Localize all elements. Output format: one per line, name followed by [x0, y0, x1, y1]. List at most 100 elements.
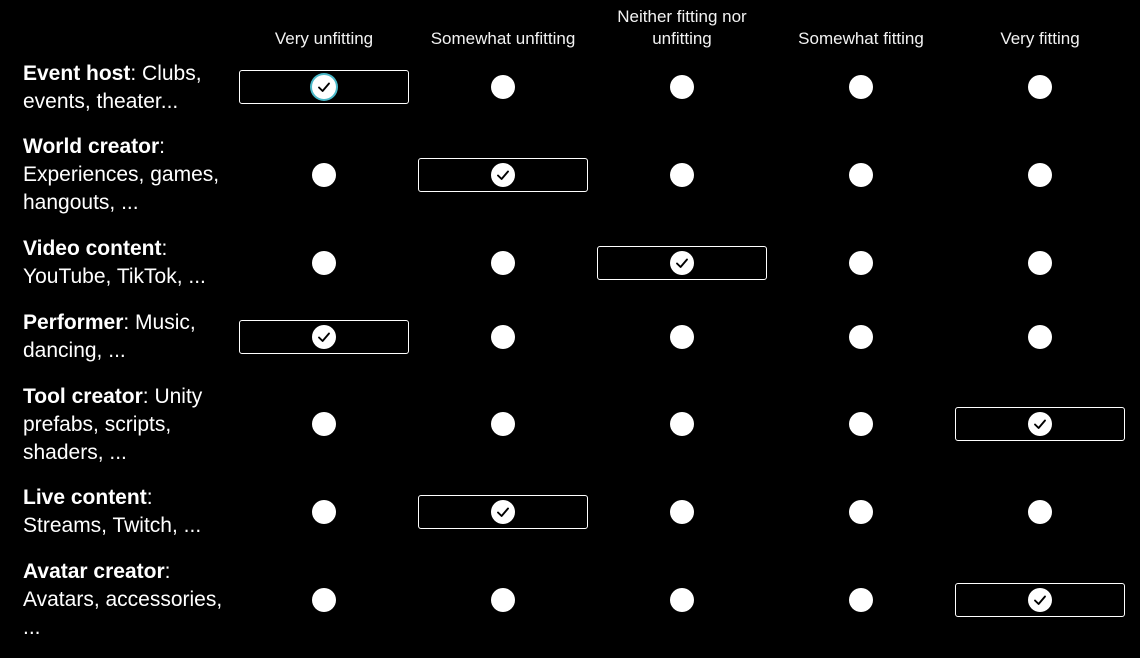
checked-radio-icon [1028, 588, 1052, 612]
rating-option[interactable] [597, 495, 767, 529]
selected-option[interactable] [239, 320, 409, 354]
rating-option[interactable] [239, 407, 409, 441]
column-header: Very unfitting [274, 29, 374, 48]
rating-option[interactable] [418, 246, 588, 280]
radio-dot-icon [849, 412, 873, 436]
rating-option[interactable] [597, 407, 767, 441]
rating-option[interactable] [776, 246, 946, 280]
row-title: Video content [23, 237, 162, 260]
checked-radio-icon [491, 163, 515, 187]
radio-dot-icon [849, 325, 873, 349]
row-title: Event host [23, 62, 131, 85]
checkmark-icon [318, 332, 330, 342]
radio-dot-icon [1028, 251, 1052, 275]
radio-dot-icon [1028, 163, 1052, 187]
rating-option[interactable] [597, 70, 767, 104]
rating-option[interactable] [418, 70, 588, 104]
row-label: Tool creator: Unity prefabs, scripts, sh… [23, 383, 233, 467]
rating-option[interactable] [776, 495, 946, 529]
checked-radio-icon [1028, 412, 1052, 436]
radio-dot-icon [312, 412, 336, 436]
radio-dot-icon [670, 163, 694, 187]
row-description: : Music, dancing, ... [23, 311, 196, 362]
rating-option[interactable] [418, 407, 588, 441]
rating-option[interactable] [955, 495, 1125, 529]
rating-option[interactable] [418, 320, 588, 354]
row-description: : Unity prefabs, scripts, shaders, ... [23, 385, 203, 464]
column-header: Neither fitting nor unfitting [617, 7, 747, 48]
radio-dot-icon [849, 251, 873, 275]
radio-dot-icon [670, 500, 694, 524]
row-title: Live content [23, 486, 147, 509]
rating-option[interactable] [239, 583, 409, 617]
checked-radio-icon [491, 500, 515, 524]
radio-dot-icon [1028, 500, 1052, 524]
row-label: World creator: Experiences, games, hango… [23, 133, 238, 217]
rating-option[interactable] [597, 583, 767, 617]
radio-dot-icon [670, 75, 694, 99]
row-label: Event host: Clubs, events, theater... [23, 60, 233, 116]
checkmark-icon [676, 258, 688, 268]
rating-option[interactable] [955, 70, 1125, 104]
checkmark-icon [318, 82, 330, 92]
radio-dot-icon [670, 412, 694, 436]
radio-dot-icon [1028, 325, 1052, 349]
radio-dot-icon [670, 325, 694, 349]
checked-radio-icon [312, 325, 336, 349]
row-description: : Experiences, games, hangouts, ... [23, 135, 220, 214]
selected-option[interactable] [418, 495, 588, 529]
radio-dot-icon [491, 588, 515, 612]
checked-radio-icon [312, 75, 336, 99]
radio-dot-icon [312, 500, 336, 524]
column-header: Somewhat unfitting [430, 29, 576, 48]
selected-option[interactable] [239, 70, 409, 104]
rating-option[interactable] [776, 583, 946, 617]
radio-dot-icon [491, 251, 515, 275]
radio-dot-icon [312, 163, 336, 187]
radio-dot-icon [670, 588, 694, 612]
rating-option[interactable] [776, 320, 946, 354]
row-label: Avatar creator: Avatars, accessories, ..… [23, 558, 238, 642]
radio-dot-icon [491, 412, 515, 436]
radio-dot-icon [491, 75, 515, 99]
radio-dot-icon [312, 588, 336, 612]
rating-option[interactable] [418, 583, 588, 617]
rating-option[interactable] [597, 320, 767, 354]
row-description: : YouTube, TikTok, ... [23, 237, 206, 288]
rating-option[interactable] [955, 246, 1125, 280]
rating-option[interactable] [776, 70, 946, 104]
checked-radio-icon [670, 251, 694, 275]
selected-option[interactable] [597, 246, 767, 280]
radio-dot-icon [1028, 75, 1052, 99]
radio-dot-icon [849, 588, 873, 612]
selected-option[interactable] [418, 158, 588, 192]
checkmark-icon [1034, 419, 1046, 429]
row-title: World creator [23, 135, 160, 158]
row-description: : Clubs, events, theater... [23, 62, 202, 113]
rating-option[interactable] [597, 158, 767, 192]
checkmark-icon [497, 170, 509, 180]
selected-option[interactable] [955, 407, 1125, 441]
rating-option[interactable] [239, 495, 409, 529]
radio-dot-icon [849, 163, 873, 187]
row-title: Avatar creator [23, 560, 165, 583]
row-label: Video content: YouTube, TikTok, ... [23, 235, 233, 291]
row-label: Live content: Streams, Twitch, ... [23, 484, 233, 540]
radio-dot-icon [312, 251, 336, 275]
column-header: Very fitting [1000, 29, 1080, 48]
radio-dot-icon [849, 75, 873, 99]
row-description: : Streams, Twitch, ... [23, 486, 202, 537]
rating-option[interactable] [955, 158, 1125, 192]
checkmark-icon [1034, 595, 1046, 605]
radio-dot-icon [491, 325, 515, 349]
rating-option[interactable] [776, 158, 946, 192]
selected-option[interactable] [955, 583, 1125, 617]
rating-option[interactable] [239, 158, 409, 192]
row-title: Performer [23, 311, 124, 334]
rating-option[interactable] [239, 246, 409, 280]
rating-option[interactable] [776, 407, 946, 441]
column-header: Somewhat fitting [798, 29, 924, 48]
checkmark-icon [497, 507, 509, 517]
rating-option[interactable] [955, 320, 1125, 354]
row-label: Performer: Music, dancing, ... [23, 309, 233, 365]
